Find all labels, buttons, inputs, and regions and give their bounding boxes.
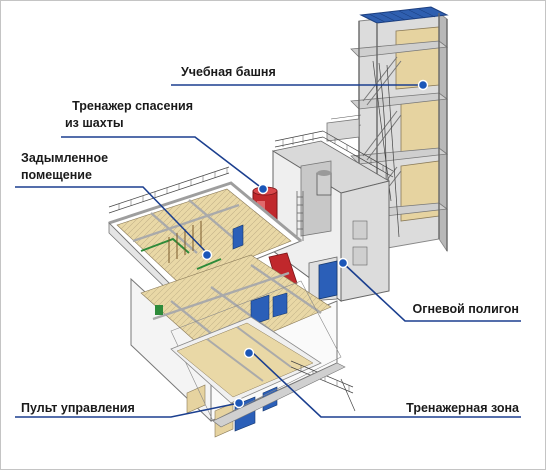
label-control-panel: Пульт управления xyxy=(21,401,135,415)
label-shaft-rescue-line2: из шахты xyxy=(65,116,124,130)
label-training-tower: Учебная башня xyxy=(181,65,276,79)
fire-range-building xyxy=(271,130,394,302)
label-fire-range: Огневой полигон xyxy=(412,302,519,316)
label-training-zone: Тренажерная зона xyxy=(406,401,519,415)
label-shaft-rescue-line1: Тренажер спасения xyxy=(72,99,193,113)
marker-dots xyxy=(201,79,429,409)
label-smoke-room-line2: помещение xyxy=(21,168,92,182)
main-building xyxy=(108,166,356,438)
label-smoke-room-line1: Задымленное xyxy=(21,151,109,165)
